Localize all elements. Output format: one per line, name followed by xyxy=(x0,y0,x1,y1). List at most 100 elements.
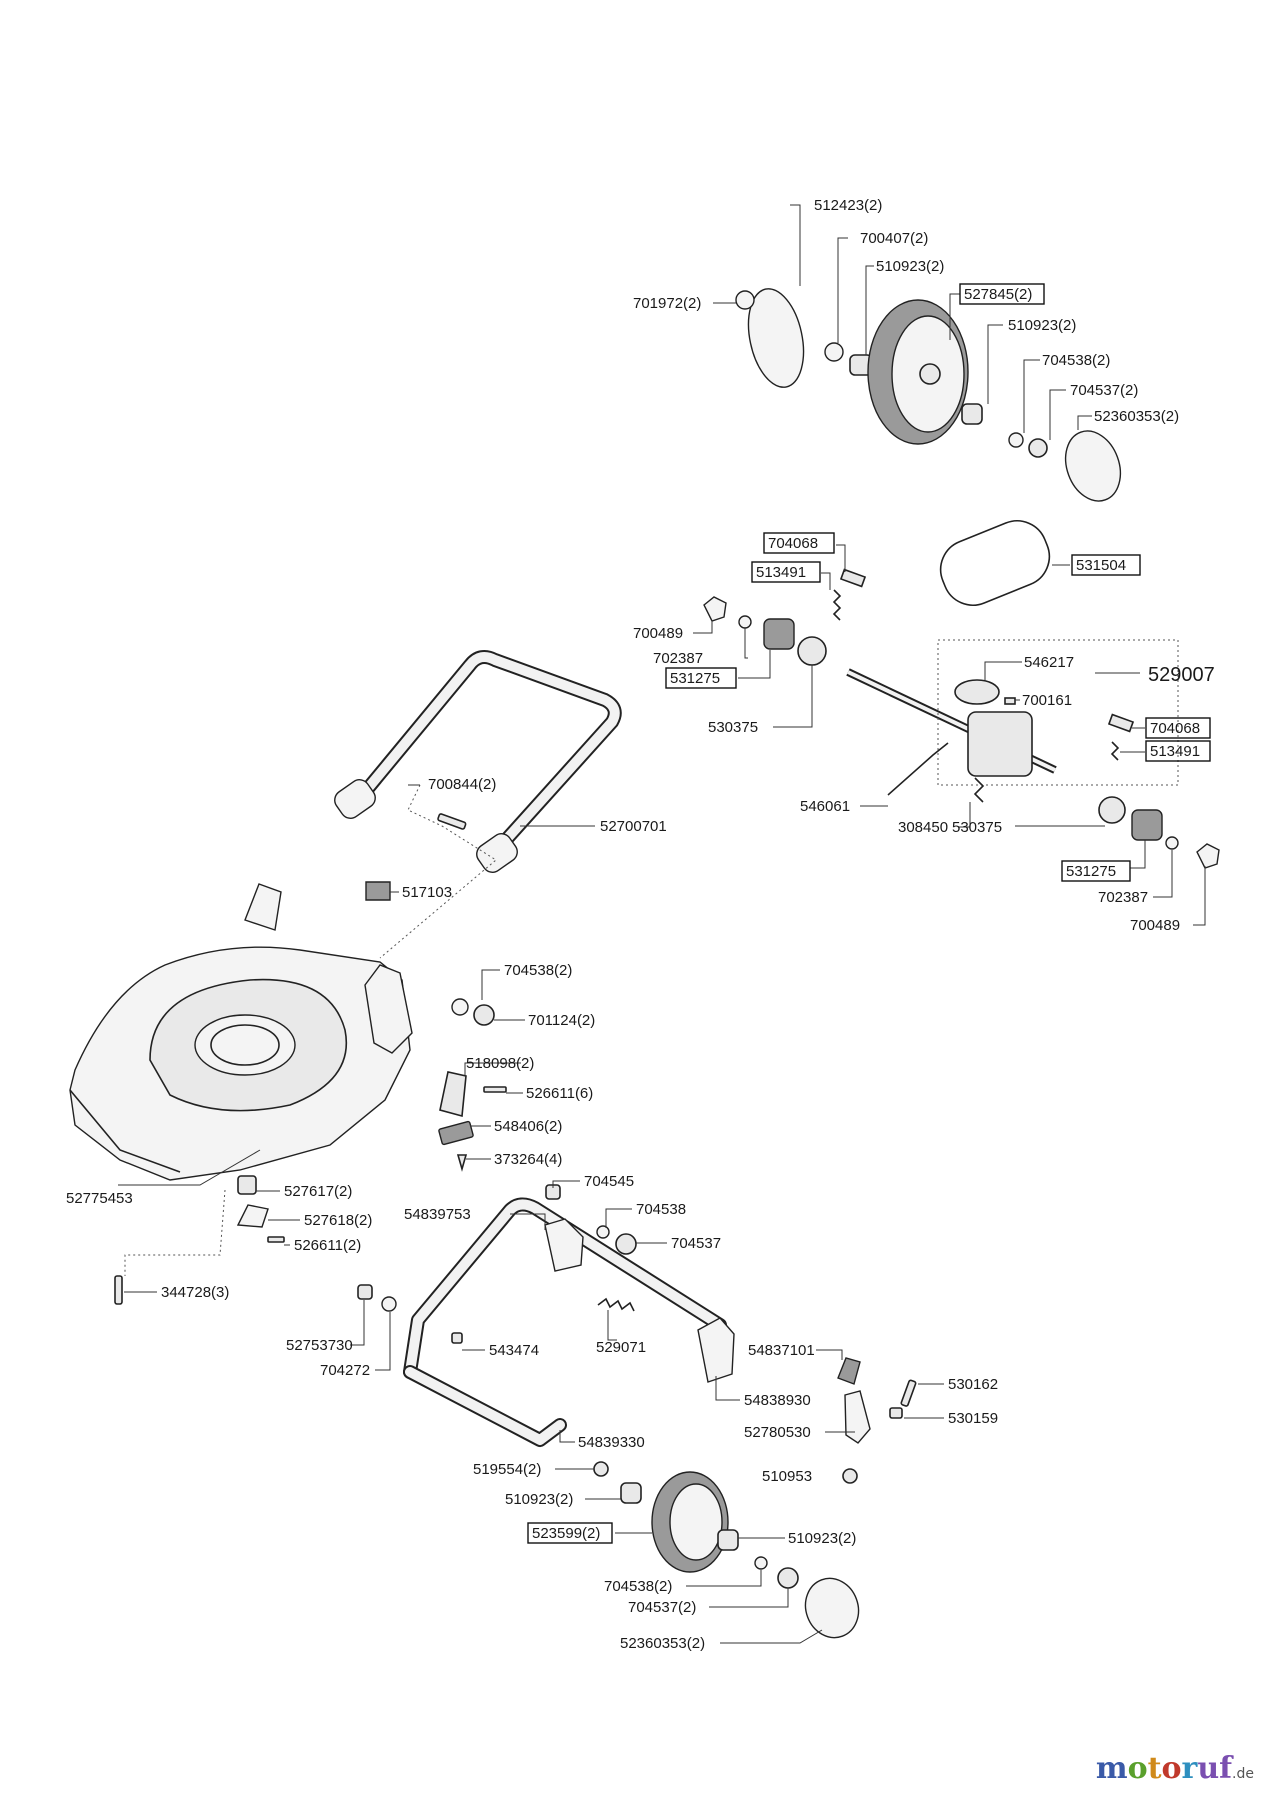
label-517103: 517103 xyxy=(402,884,452,901)
label-704545: 704545 xyxy=(584,1173,634,1190)
watermark-letter-2: o xyxy=(1127,1751,1148,1786)
spring-513491-b xyxy=(1110,741,1120,761)
label-54837101: 54837101 xyxy=(748,1342,815,1359)
label-704272: 704272 xyxy=(320,1362,370,1379)
label-527617: 527617(2) xyxy=(284,1183,352,1200)
watermark-letter-6: uf xyxy=(1197,1751,1233,1786)
watermark-letter-5: r xyxy=(1181,1751,1198,1786)
deck-blade-opening xyxy=(194,1014,296,1076)
leaders-deck xyxy=(118,969,525,1293)
label-701124: 701124(2) xyxy=(528,1012,595,1029)
spring-308450 xyxy=(973,777,985,803)
key-704068-b xyxy=(1107,713,1135,733)
label-52360353-a: 52360353(2) xyxy=(1094,408,1179,425)
bushing-510923-c xyxy=(620,1482,642,1504)
bushing-530375-b xyxy=(1098,796,1126,824)
box-513491-b xyxy=(1145,740,1211,762)
bushing-530375-a xyxy=(797,636,827,666)
leaders-handle xyxy=(379,784,595,959)
pin-700161 xyxy=(1004,697,1016,705)
label-513491-a: 513491 xyxy=(756,564,806,581)
label-702387-a: 702387 xyxy=(653,650,703,667)
hinge-527617 xyxy=(237,1175,257,1195)
plate-54839330 xyxy=(544,1218,584,1272)
gear-531275-b xyxy=(1131,809,1163,841)
label-527618: 527618(2) xyxy=(304,1212,372,1229)
watermark-logo: motoruf.de xyxy=(1096,1751,1254,1786)
hubcap-disc xyxy=(747,288,805,388)
label-700489-b: 700489 xyxy=(1130,917,1180,934)
screw-373264 xyxy=(456,1154,468,1172)
nut-510953 xyxy=(842,1468,858,1484)
grommet-517103 xyxy=(365,881,391,901)
label-704537-c: 704537(2) xyxy=(628,1599,696,1616)
gear-531275-a xyxy=(763,618,795,650)
label-546217: 546217 xyxy=(1024,654,1074,671)
box-704068-a xyxy=(763,532,835,554)
label-523599: 523599(2) xyxy=(532,1525,600,1542)
label-52700701: 52700701 xyxy=(600,818,667,835)
label-526611-a: 526611(6) xyxy=(526,1085,593,1102)
label-704537-a: 704537(2) xyxy=(1070,382,1138,399)
label-52780530: 52780530 xyxy=(744,1424,811,1441)
gearbox-529007 xyxy=(937,639,1179,786)
key-704068-a xyxy=(839,568,867,588)
leaders-top xyxy=(713,204,1092,440)
bolt-700844 xyxy=(437,813,467,830)
label-344728: 344728(3) xyxy=(161,1284,229,1301)
label-308450: 308450 xyxy=(898,819,948,836)
label-518098: 518098(2) xyxy=(466,1055,534,1072)
bolt-344728 xyxy=(114,1275,123,1305)
nut-701124 xyxy=(473,1004,495,1026)
label-700407: 700407(2) xyxy=(860,230,928,247)
leaders-lower xyxy=(350,1180,944,1644)
watermark-domain: .de xyxy=(1232,1766,1254,1782)
label-510923-a: 510923(2) xyxy=(876,258,944,275)
wheel-cap-52360353-b xyxy=(804,1577,860,1639)
label-529007: 529007 xyxy=(1148,664,1215,686)
washer-704538-c xyxy=(596,1225,610,1239)
deck-rim xyxy=(69,1089,181,1173)
label-701972: 701972(2) xyxy=(633,295,701,312)
handle-bracket-right xyxy=(476,833,518,873)
label-704537-b: 704537 xyxy=(671,1235,721,1252)
label-54839330: 54839330 xyxy=(578,1434,645,1451)
washer-702387-b xyxy=(1165,836,1179,850)
spring-530159 xyxy=(889,1407,903,1419)
watermark-letter-3: t xyxy=(1147,1751,1162,1786)
label-54838930: 54838930 xyxy=(744,1392,811,1409)
rear-wheel-group xyxy=(735,288,1122,502)
label-54839753: 54839753 xyxy=(404,1206,471,1223)
label-531275-b: 531275 xyxy=(1066,863,1116,880)
bushing-510923-b xyxy=(961,403,983,425)
box-527845 xyxy=(959,283,1045,305)
washer-701972 xyxy=(735,290,755,310)
bracket-518098 xyxy=(439,1071,467,1118)
label-704538-c: 704538 xyxy=(636,1201,686,1218)
clip-700489-b xyxy=(1196,843,1220,869)
deck-rear-bracket xyxy=(364,964,413,1054)
drive-group xyxy=(703,520,1220,869)
label-52360353-b: 52360353(2) xyxy=(620,1635,705,1652)
deck-group xyxy=(69,883,507,1305)
label-510923-d: 510923(2) xyxy=(788,1530,856,1547)
washer-704538-d xyxy=(754,1556,768,1570)
label-373264: 373264(4) xyxy=(494,1151,562,1168)
label-704538-d: 704538(2) xyxy=(604,1578,672,1595)
bushing-510923-d xyxy=(717,1529,739,1551)
box-531504 xyxy=(1071,554,1141,576)
label-700489-a: 700489 xyxy=(633,625,683,642)
watermark-letter-4: o xyxy=(1161,1751,1182,1786)
leaders-middle xyxy=(693,544,1206,926)
wheel-cap-52360353-a xyxy=(1064,430,1122,502)
label-526611-b: 526611(2) xyxy=(294,1237,361,1254)
spring-529071 xyxy=(597,1297,635,1312)
label-531504: 531504 xyxy=(1076,557,1126,574)
plate-548406 xyxy=(438,1120,474,1146)
label-527845: 527845(2) xyxy=(964,286,1032,303)
front-wheel-rim xyxy=(669,1483,723,1561)
box-531275-b xyxy=(1061,860,1131,882)
bolt-530162 xyxy=(900,1379,917,1407)
label-519554: 519554(2) xyxy=(473,1461,541,1478)
